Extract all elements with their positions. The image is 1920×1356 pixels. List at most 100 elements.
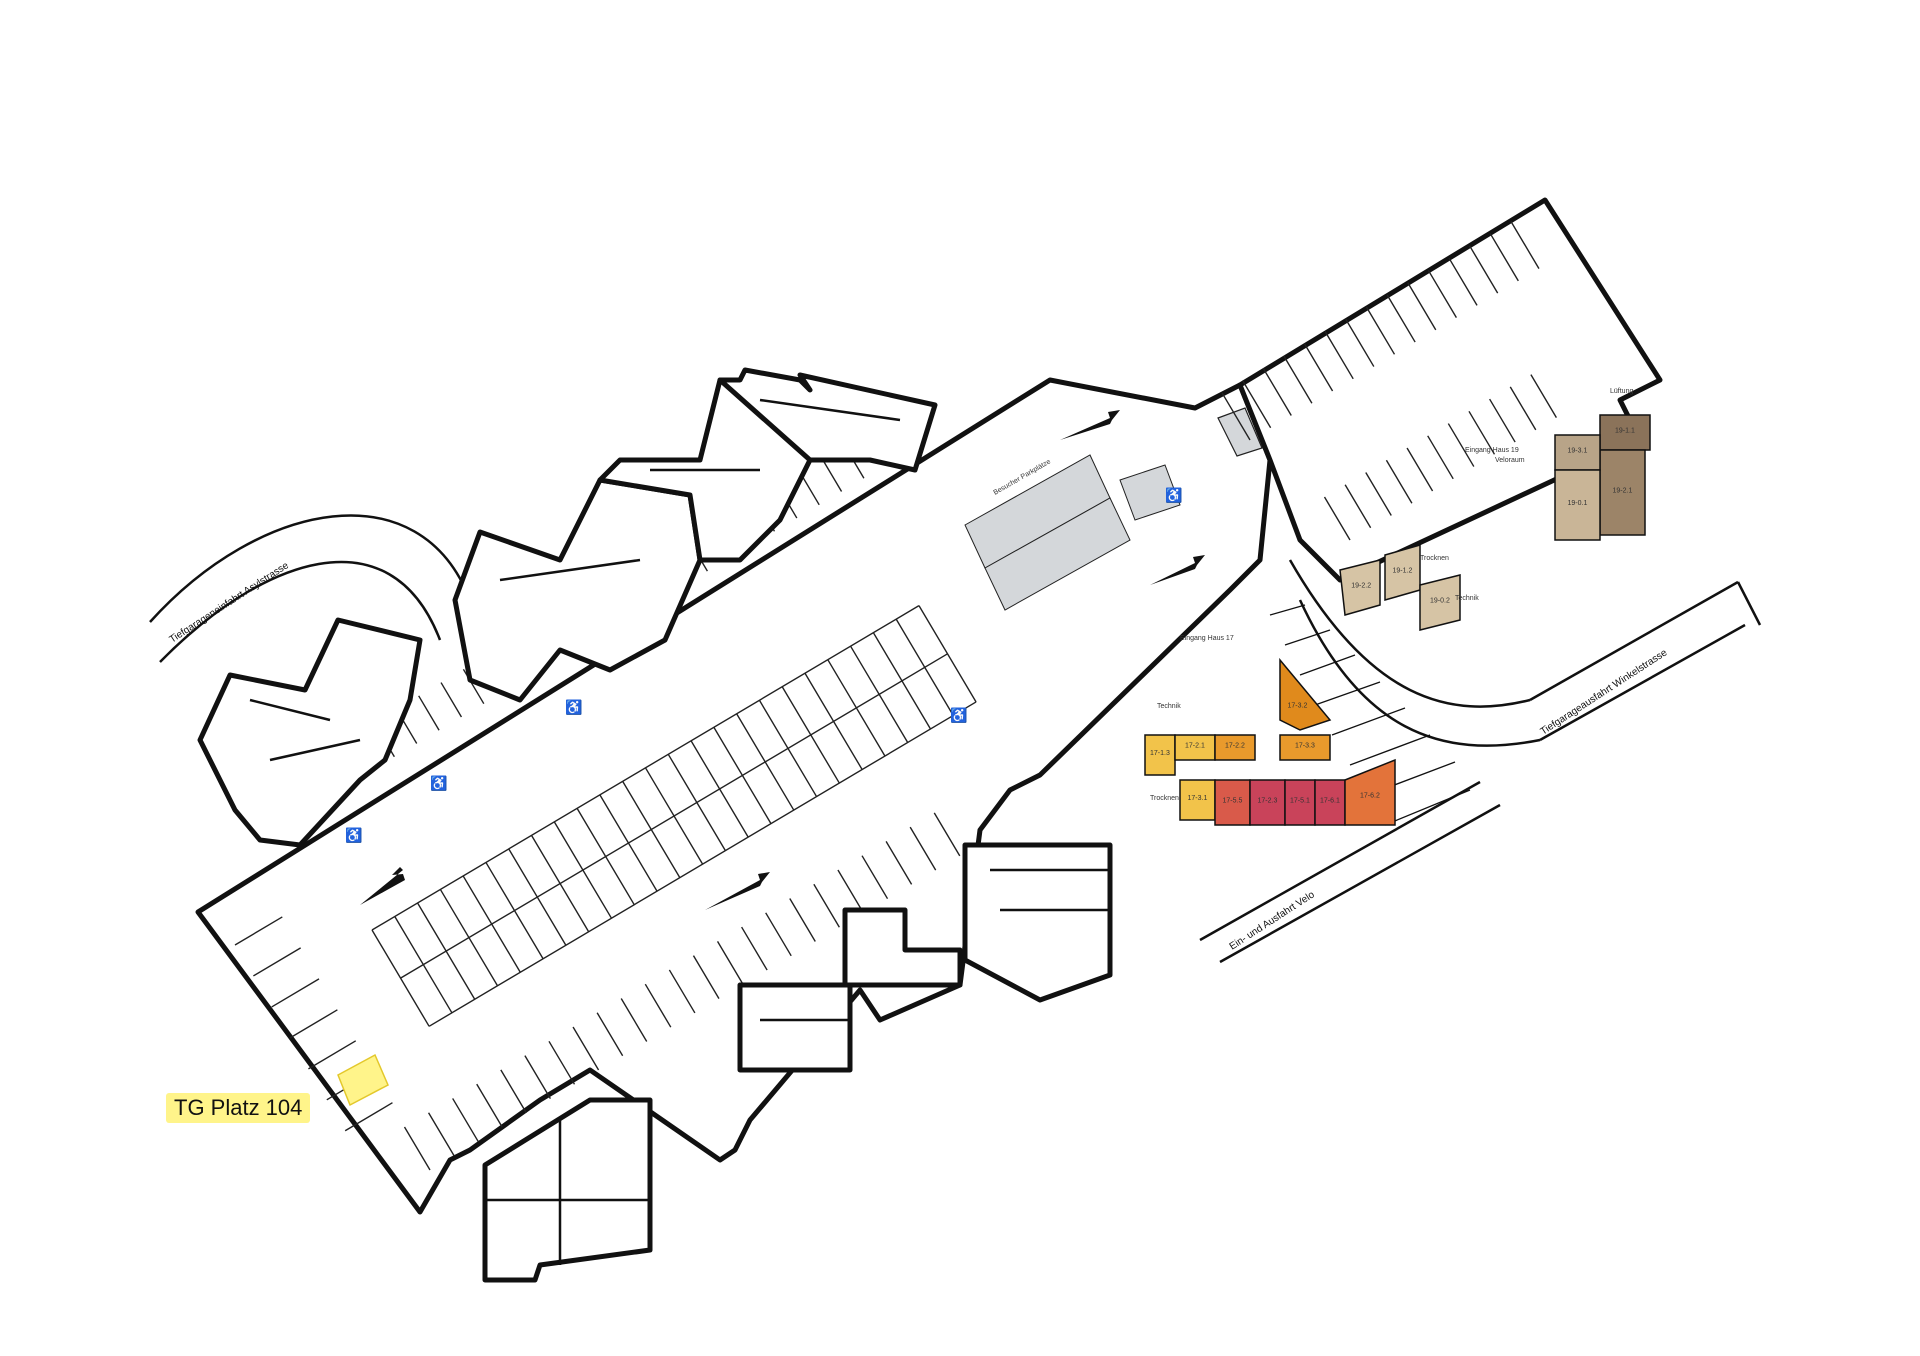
bay-divider [548,1040,576,1085]
cellar-id: 17-3.3 [1295,743,1315,750]
wheelchair-icon: ♿ [950,707,967,724]
bay-divider [234,916,283,946]
cellar-id: 17-2.3 [1258,798,1278,805]
cellar-room [1339,559,1381,616]
bay-divider [500,1069,527,1114]
cellar-id: 19-1.2 [1393,568,1413,575]
bay-divider [1448,257,1478,306]
wheelchair-icon: ♿ [345,827,362,844]
cellar-id: 17-6.2 [1360,793,1380,800]
cellar-room [1214,734,1256,761]
label-veloraum: Veloraum [1495,457,1525,464]
bay-divider [765,912,792,957]
label-entrance-17: Eingang Haus 17 [1180,635,1234,642]
bay-divider [452,1098,479,1142]
bay-divider [344,1102,393,1132]
cellar-id: 17-5.1 [1290,798,1310,805]
bay-divider [1386,294,1416,343]
bay-divider [933,812,961,857]
bay-divider [1489,233,1519,282]
bay-divider [253,947,302,977]
bay-divider [476,1083,503,1128]
cellar-room [1279,657,1332,731]
bay-divider [1468,410,1496,455]
bay-divider [524,1055,552,1099]
cellar-id: 19-0.1 [1568,500,1588,507]
parking-spot-104-highlight[interactable] [337,1053,389,1107]
bay-divider [1489,398,1516,443]
bay-divider [1385,459,1413,504]
label-entrance-19: Eingang Haus 19 [1465,447,1519,454]
bay-divider [1509,386,1537,431]
bay-divider [572,1026,600,1071]
cellar-cluster-19: 19-1.119-2.119-3.119-0.119-2.219-1.219-0… [1339,414,1651,631]
accessible-icons: ♿ ♿ ♿ ♿ ♿ [345,487,1182,844]
bay-divider [668,969,696,1014]
bay-divider [1406,447,1434,492]
bay-divider [1262,367,1292,416]
bay-divider [1344,484,1372,529]
cellar-room [1144,734,1176,776]
bay-divider [861,855,889,900]
bay-divider [885,841,913,885]
bay-divider [1283,355,1313,404]
buildings-south [482,842,1113,1283]
bay-divider [820,456,843,492]
label-lueftung: Lüftung [1610,388,1633,395]
callout-tg-platz-104: TG Platz 104 [166,1093,311,1123]
label-technik: Technik [1157,703,1181,710]
cellar-id: 17-2.2 [1225,743,1245,750]
bay-divider [1427,435,1454,480]
bay-divider [1469,245,1499,294]
cellar-id: 17-3.1 [1188,795,1208,802]
cellar-id: 19-1.1 [1615,428,1635,435]
bay-divider [1323,496,1351,541]
bay-divider [789,898,816,942]
bay-divider [620,998,648,1042]
cellar-id: 17-6.1 [1320,798,1340,805]
bay-divider [1407,282,1437,331]
bay-divider [596,1012,624,1057]
bay-divider [716,941,744,985]
bay-divider [1365,472,1392,516]
bay-divider [308,1040,357,1070]
street-label-winkelstrasse: Tiefgarageausfahrt Winkelstrasse [1539,647,1670,737]
cellar-id: 19-0.2 [1430,598,1450,605]
bay-divider [289,1009,338,1039]
bay-divider [741,926,768,971]
bay-divider [837,869,865,914]
bay-divider [1365,306,1396,355]
cellar-id: 17-3.2 [1288,703,1308,710]
wheelchair-icon: ♿ [430,775,447,792]
bay-divider [403,1126,431,1171]
bay-divider [440,682,463,718]
cellar-id: 17-5.5 [1223,798,1243,805]
bay-divider [1324,331,1354,380]
bay-divider [909,826,937,871]
wheelchair-icon: ♿ [1165,487,1182,504]
label-trocknen: Trocknen [1420,555,1449,562]
bay-edge [400,653,948,979]
buildings-north [197,367,938,848]
cellar-id: 17-1.3 [1150,750,1170,757]
bay-divider [1221,392,1251,441]
bay-edge [428,701,977,1027]
bay-edge [371,605,920,931]
cellar-room [1419,574,1461,631]
bay-divider [813,883,840,928]
cellar-id: 19-2.2 [1351,583,1371,590]
bay-divider [271,978,320,1008]
bay-divider [1510,220,1540,269]
cellar-id: 17-2.1 [1185,743,1205,750]
bay-divider [692,955,720,999]
bay-divider [1530,374,1558,418]
label-trocknen: Trocknen [1150,795,1179,802]
bay-divider [1241,380,1272,429]
bay-divider [644,983,672,1028]
cellar-room [1554,469,1601,541]
visitor-bays [964,454,1181,611]
cellar-room [1344,758,1396,826]
street-label-asylstrasse: Tiefgarageneinfahrt Asylstrasse [168,560,292,646]
cellar-cluster-17: 17-1.3 17-2.1 17-2.2 17-3.2 17-3.3 17-3.1 17-5… [1144,657,1396,826]
